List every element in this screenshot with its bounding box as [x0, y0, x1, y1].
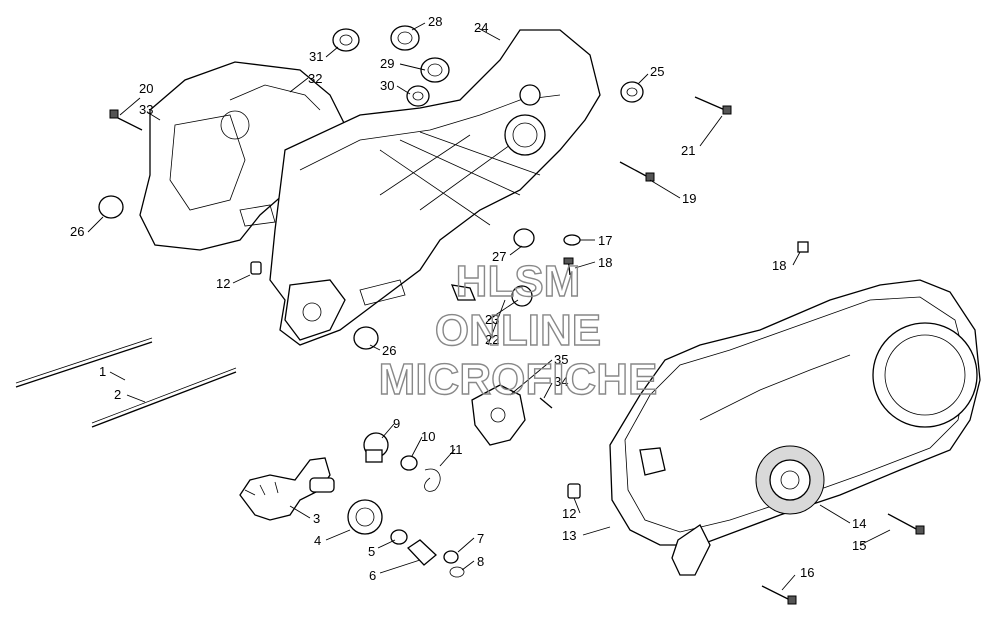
callout-1: 1 [99, 364, 106, 379]
plate-34-35 [471, 384, 553, 446]
bolt-19 [619, 161, 655, 182]
bushing-26-left [98, 195, 124, 219]
callout-8: 8 [477, 554, 484, 569]
bolt-16 [761, 585, 797, 605]
callout-25: 25 [650, 64, 664, 79]
left-crankcase [139, 29, 601, 346]
watermark-line-3: MICROFICHE [379, 355, 658, 404]
bolt-18-center [563, 257, 574, 276]
bearing-28 [390, 25, 420, 51]
callout-20: 20 [139, 81, 153, 96]
washer-7 [443, 550, 459, 564]
callout-12-top: 12 [216, 276, 230, 291]
bolt-15 [887, 513, 925, 535]
callout-34: 34 [554, 374, 568, 389]
kick-gear-3 [239, 457, 335, 521]
callout-30: 30 [380, 78, 394, 93]
bolt-21 [694, 96, 732, 115]
watermark-line-2: ONLINE [435, 306, 601, 355]
callout-28: 28 [428, 14, 442, 29]
callout-14: 14 [852, 516, 866, 531]
callout-labels: 1 2 3 4 5 6 7 8 9 10 11 12 12 13 14 15 1… [70, 14, 866, 583]
spring-4 [347, 499, 383, 535]
leader-lines [87, 22, 891, 591]
callout-15: 15 [852, 538, 866, 553]
bearing-31 [332, 28, 360, 52]
washer-10 [400, 455, 418, 471]
callout-21: 21 [681, 143, 695, 158]
bushing-26-bottom [353, 326, 379, 350]
bushing-25 [620, 81, 644, 103]
callout-3: 3 [313, 511, 320, 526]
bushing-6 [406, 539, 437, 566]
bolt-20-33 [109, 109, 143, 131]
stud-2 [91, 367, 237, 428]
callout-12-bottom: 12 [562, 506, 576, 521]
callout-26-left: 26 [70, 224, 84, 239]
stud-1 [15, 337, 153, 388]
callout-11: 11 [449, 442, 463, 457]
callout-19: 19 [682, 191, 696, 206]
bearing-30 [406, 85, 430, 107]
callout-26-bottom: 26 [382, 343, 396, 358]
watermark-line-1: HLSM [456, 257, 581, 306]
callout-10: 10 [421, 429, 435, 444]
callout-2: 2 [114, 387, 121, 402]
callout-31: 31 [309, 49, 323, 64]
callout-29: 29 [380, 56, 394, 71]
clip-8 [449, 566, 465, 578]
callout-22: 22 [485, 332, 499, 347]
watermark: HLSM ONLINE MICROFICHE [378, 256, 658, 404]
callout-17: 17 [598, 233, 612, 248]
callout-18-center: 18 [598, 255, 612, 270]
dowel-12-bottom [567, 483, 581, 499]
callout-27: 27 [492, 249, 506, 264]
bushing-27 [513, 228, 535, 248]
callout-35: 35 [554, 352, 568, 367]
callout-6: 6 [369, 568, 376, 583]
callout-16: 16 [800, 565, 814, 580]
bolt-18-right [797, 241, 809, 253]
callout-32: 32 [308, 71, 322, 86]
bearing-29 [420, 57, 450, 83]
spring-clip-11 [424, 468, 441, 492]
dowel-12-top [250, 261, 262, 275]
callout-5: 5 [368, 544, 375, 559]
cvt-cover-14 [609, 279, 981, 576]
callout-23: 23 [485, 312, 499, 327]
gasket-32 [229, 84, 321, 111]
callout-13: 13 [562, 528, 576, 543]
callout-18-right: 18 [772, 258, 786, 273]
callout-7: 7 [477, 531, 484, 546]
callout-24: 24 [474, 20, 488, 35]
washer-17 [563, 234, 581, 246]
callout-9: 9 [393, 416, 400, 431]
gear-9 [363, 432, 389, 463]
callout-4: 4 [314, 533, 321, 548]
callout-33: 33 [139, 102, 153, 117]
washer-5 [390, 529, 408, 545]
